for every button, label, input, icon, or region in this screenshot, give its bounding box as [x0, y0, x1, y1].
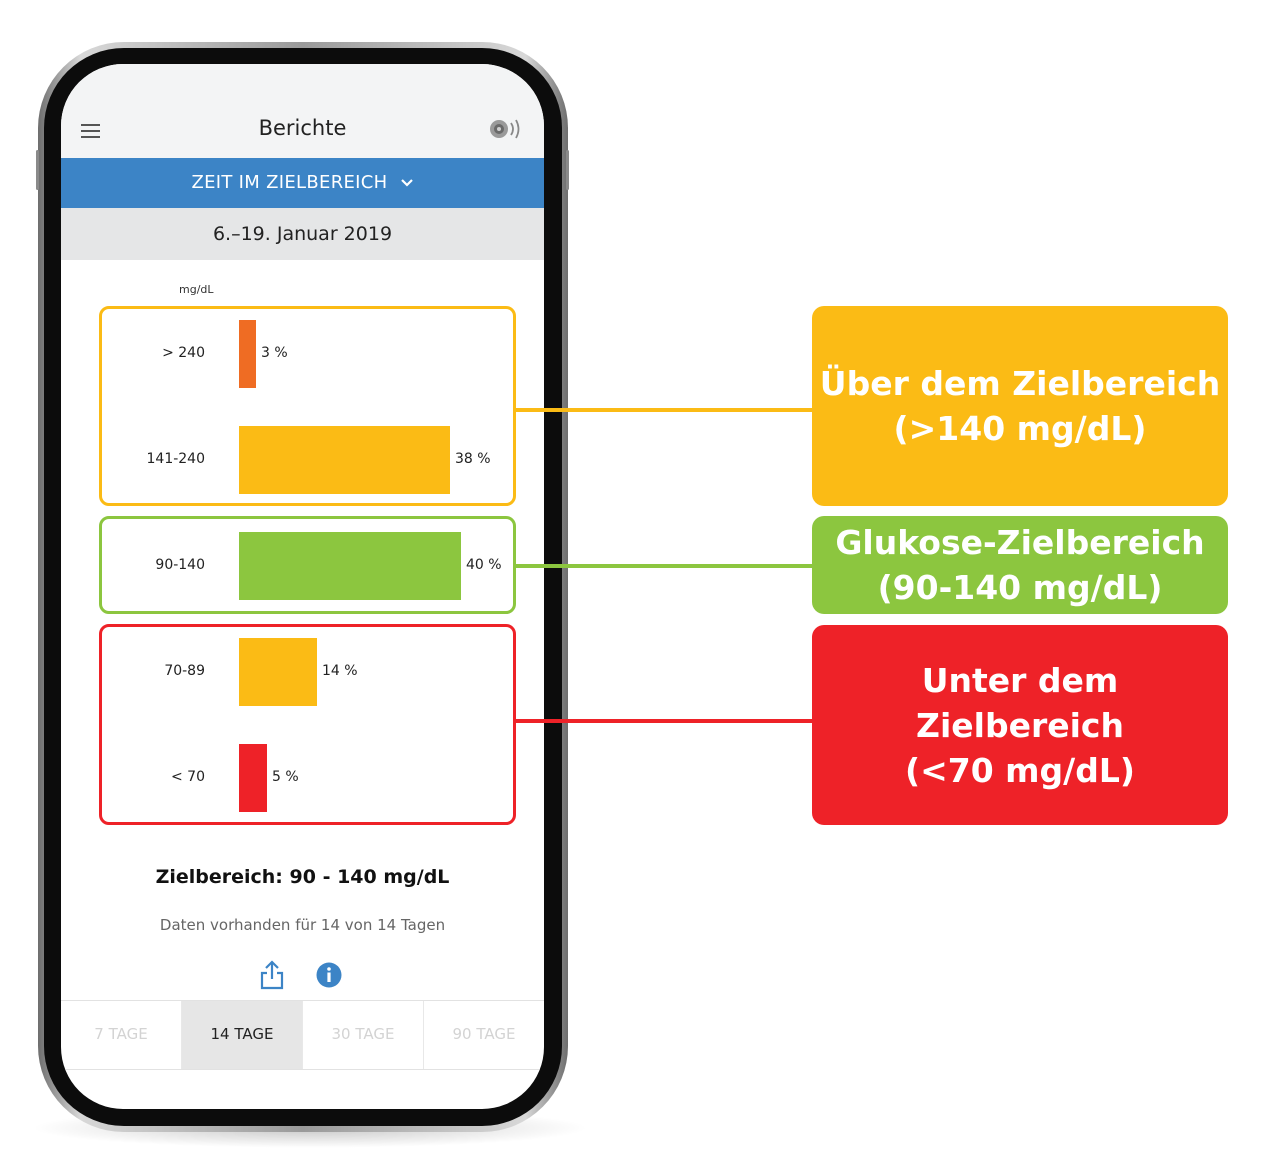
chevron-down-icon — [400, 179, 413, 187]
phone-screen: Berichte ZEIT IM ZIELBEREICH 6.–19. Janu… — [61, 64, 544, 1109]
page-title: Berichte — [258, 116, 347, 140]
below-range-group-box — [99, 624, 516, 825]
callout-above-range-line2: (>140 mg/dL) — [893, 409, 1147, 448]
app-header: Berichte — [61, 64, 544, 158]
report-type-dropdown[interactable]: ZEIT IM ZIELBEREICH — [61, 158, 544, 208]
tab-14-tage[interactable]: 14 TAGE — [182, 1001, 303, 1069]
connector-line-target-range — [516, 564, 812, 568]
bar-below-70 — [239, 744, 267, 812]
range-label-below-70: < 70 — [171, 769, 205, 785]
tab-7-tage[interactable]: 7 TAGE — [61, 1001, 182, 1069]
percent-label-90-140: 40 % — [466, 557, 502, 573]
target-range-text: Zielbereich: 90 - 140 mg/dL — [155, 866, 450, 888]
range-label-90-140: 90-140 — [155, 557, 205, 573]
percent-label-above-240: 3 % — [261, 345, 288, 361]
bar-90-140 — [239, 532, 461, 600]
range-label-above-240: > 240 — [162, 345, 205, 361]
date-range: 6.–19. Januar 2019 — [61, 208, 544, 260]
callout-target-range: Glukose-Zielbereich (90-140 mg/dL) — [812, 516, 1228, 614]
callout-target-range-line1: Glukose-Zielbereich — [835, 523, 1205, 562]
callout-above-range-line1: Über dem Zielbereich — [819, 364, 1221, 403]
bar-70-89 — [239, 638, 317, 706]
percent-label-141-240: 38 % — [455, 451, 491, 467]
report-type-label: ZEIT IM ZIELBEREICH — [191, 172, 388, 193]
phone-side-button — [566, 150, 569, 190]
connector-line-above-range — [516, 408, 812, 412]
unit-label: mg/dL — [179, 283, 214, 296]
data-available-text: Daten vorhanden für 14 von 14 Tagen — [159, 916, 446, 934]
tab-90-tage[interactable]: 90 TAGE — [452, 1025, 516, 1043]
above-range-group-box — [99, 306, 516, 506]
callout-below-range-line2: (<70 mg/dL) — [905, 750, 1135, 790]
sensor-scan-icon[interactable] — [488, 118, 522, 140]
percent-label-below-70: 5 % — [272, 769, 299, 785]
phone-side-button — [36, 150, 39, 190]
info-icon[interactable] — [316, 962, 342, 988]
percent-label-70-89: 14 % — [322, 663, 358, 679]
callout-above-range: Über dem Zielbereich (>140 mg/dL) — [812, 306, 1228, 506]
range-label-70-89: 70-89 — [164, 663, 205, 679]
connector-line-below-range — [516, 719, 812, 723]
menu-icon[interactable] — [81, 124, 100, 139]
callout-below-range: Unter dem Zielbereich (<70 mg/dL) — [812, 625, 1228, 825]
tab-30-tage[interactable]: 30 TAGE — [303, 1001, 424, 1069]
bar-above-240 — [239, 320, 256, 388]
callout-below-range-line1: Unter dem Zielbereich — [916, 660, 1124, 745]
share-icon[interactable] — [259, 959, 285, 991]
target-range-group-box — [99, 516, 516, 614]
range-label-141-240: 141-240 — [146, 451, 206, 467]
callout-target-range-line2: (90-140 mg/dL) — [877, 568, 1163, 607]
bar-141-240 — [239, 426, 450, 494]
